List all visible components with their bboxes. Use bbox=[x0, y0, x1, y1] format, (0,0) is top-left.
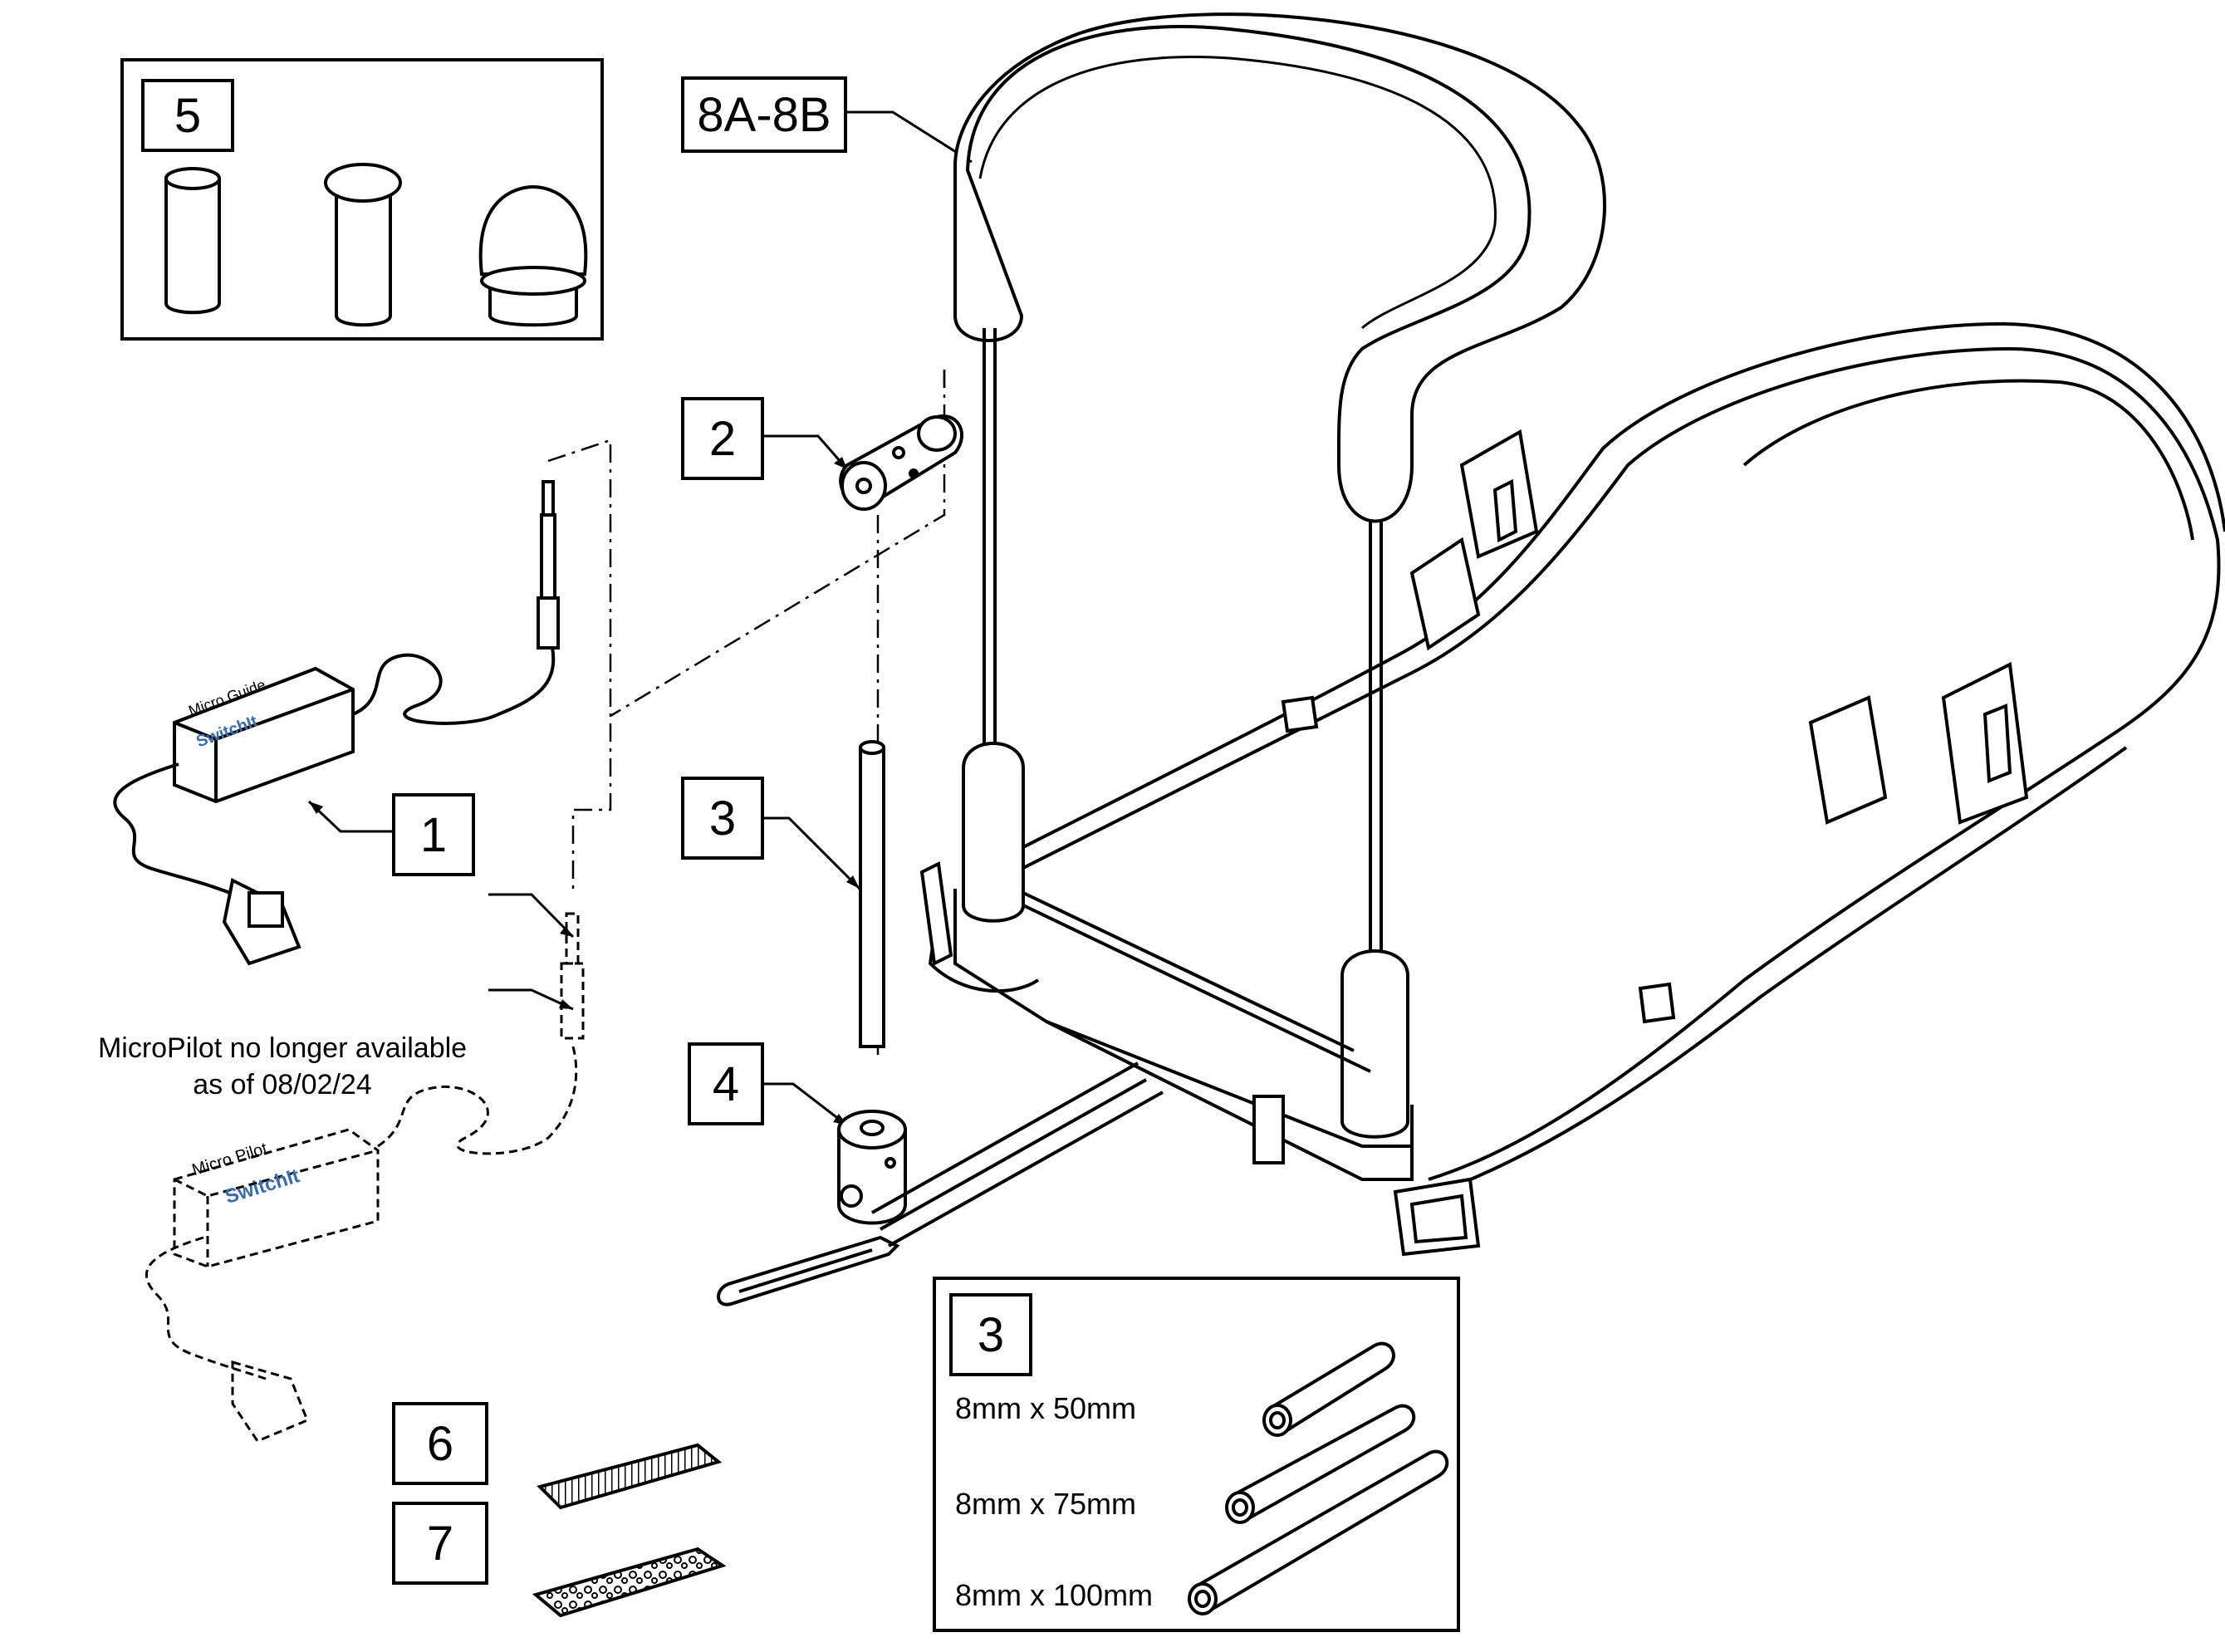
callout-6: 6 bbox=[392, 1402, 488, 1485]
size-label-50mm: 8mm x 50mm bbox=[955, 1391, 1137, 1425]
leader-lines bbox=[307, 110, 973, 1127]
inset-box-rod-sizes bbox=[933, 1277, 1460, 1632]
rod-part-3 bbox=[859, 740, 885, 1048]
strap bbox=[928, 321, 2225, 1206]
mount-frame bbox=[953, 889, 1414, 1181]
callout-3-inset: 3 bbox=[949, 1293, 1032, 1376]
callout-7: 7 bbox=[392, 1502, 488, 1585]
strap-buckles bbox=[919, 429, 2029, 1257]
callout-5: 5 bbox=[141, 79, 234, 152]
callout-8a-8b: 8A-8B bbox=[681, 76, 847, 153]
micropilot-notice-line-1: MicroPilot no longer available bbox=[97, 1032, 468, 1064]
callout-3: 3 bbox=[681, 777, 764, 860]
micro-guide-module bbox=[113, 480, 560, 966]
callout-1: 1 bbox=[392, 793, 475, 876]
callout-2: 2 bbox=[681, 397, 764, 480]
upright-rods bbox=[983, 328, 1383, 963]
loop-strip-part-7 bbox=[532, 1547, 727, 1618]
clamp-part-4 bbox=[837, 1110, 907, 1225]
hook-strip-part-6 bbox=[537, 1443, 723, 1510]
rod-sleeves bbox=[962, 742, 1409, 1139]
mounting-bracket bbox=[717, 1061, 1164, 1306]
micropilot-notice: MicroPilot no longer available as of 08/… bbox=[83, 1030, 482, 1103]
rod-sizes bbox=[1188, 1341, 1449, 1615]
size-label-100mm: 8mm x 100mm bbox=[955, 1578, 1154, 1612]
inset-box-part-5 bbox=[120, 58, 604, 341]
size-label-75mm: 8mm x 75mm bbox=[955, 1487, 1137, 1521]
end-caps-part-5 bbox=[164, 163, 588, 327]
callout-4: 4 bbox=[688, 1042, 764, 1125]
micro-pilot-module bbox=[145, 912, 585, 1443]
clamp-part-2 bbox=[839, 414, 964, 511]
micropilot-notice-line-2: as of 08/02/24 bbox=[193, 1069, 372, 1101]
headrest-pad bbox=[953, 12, 1606, 523]
